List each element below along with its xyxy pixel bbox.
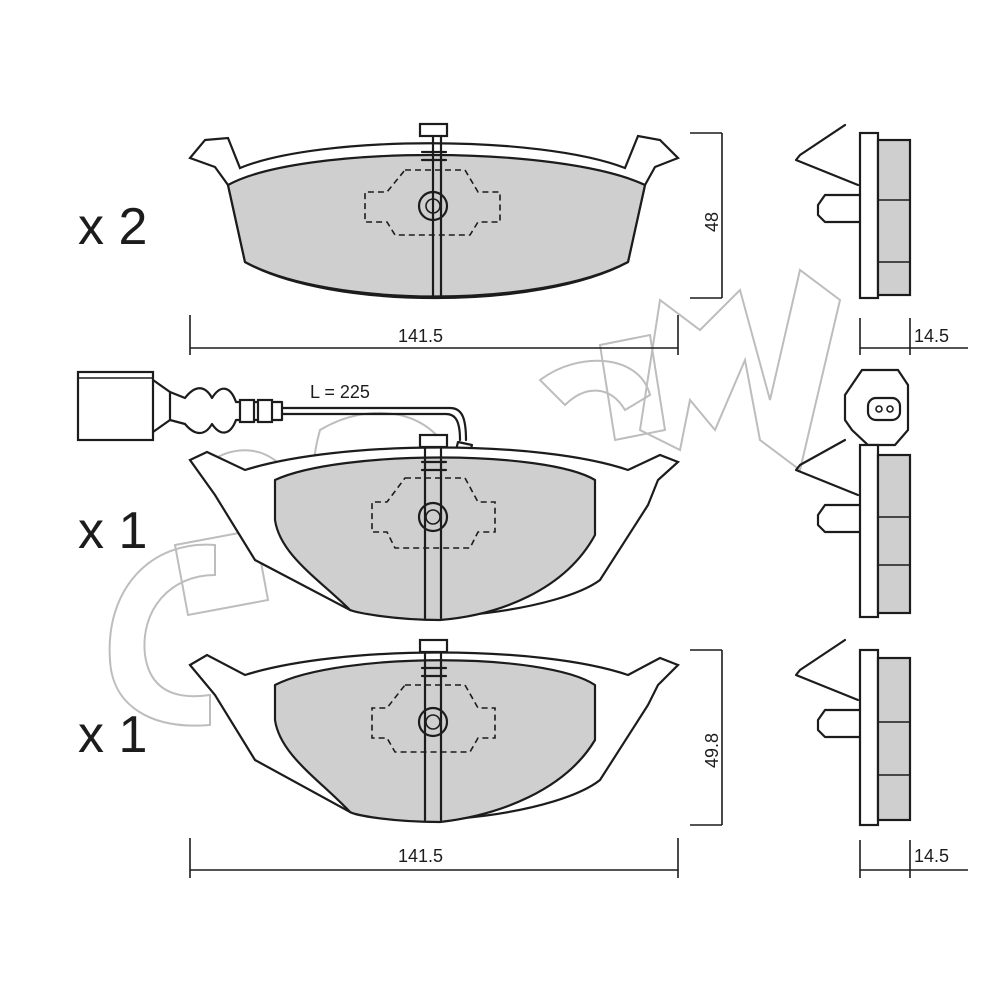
brake-pad-middle-side-view [794, 368, 912, 619]
brake-pad-middle [188, 433, 681, 622]
bottom-dimensions [189, 649, 968, 878]
top-dimensions [189, 132, 968, 355]
quantity-label-bottom: x 1 [78, 706, 147, 764]
quantity-label-top: x 2 [78, 198, 147, 256]
brake-pad-bottom [188, 638, 680, 824]
brake-pad-top-side-view [794, 123, 912, 300]
quantity-label-middle: x 1 [78, 502, 147, 560]
sensor-cable-length-label: L = 225 [310, 382, 370, 402]
brake-pad-bottom-side-view [794, 638, 912, 827]
top-thickness-label: 14.5 [914, 326, 949, 346]
wear-sensor [76, 370, 474, 454]
bottom-thickness-label: 14.5 [914, 846, 949, 866]
bottom-width-label: 141.5 [398, 846, 443, 866]
top-width-label: 141.5 [398, 326, 443, 346]
brake-pad-top [188, 122, 680, 300]
bottom-height-label: 49.8 [702, 733, 722, 768]
top-height-label: 48 [702, 212, 722, 232]
